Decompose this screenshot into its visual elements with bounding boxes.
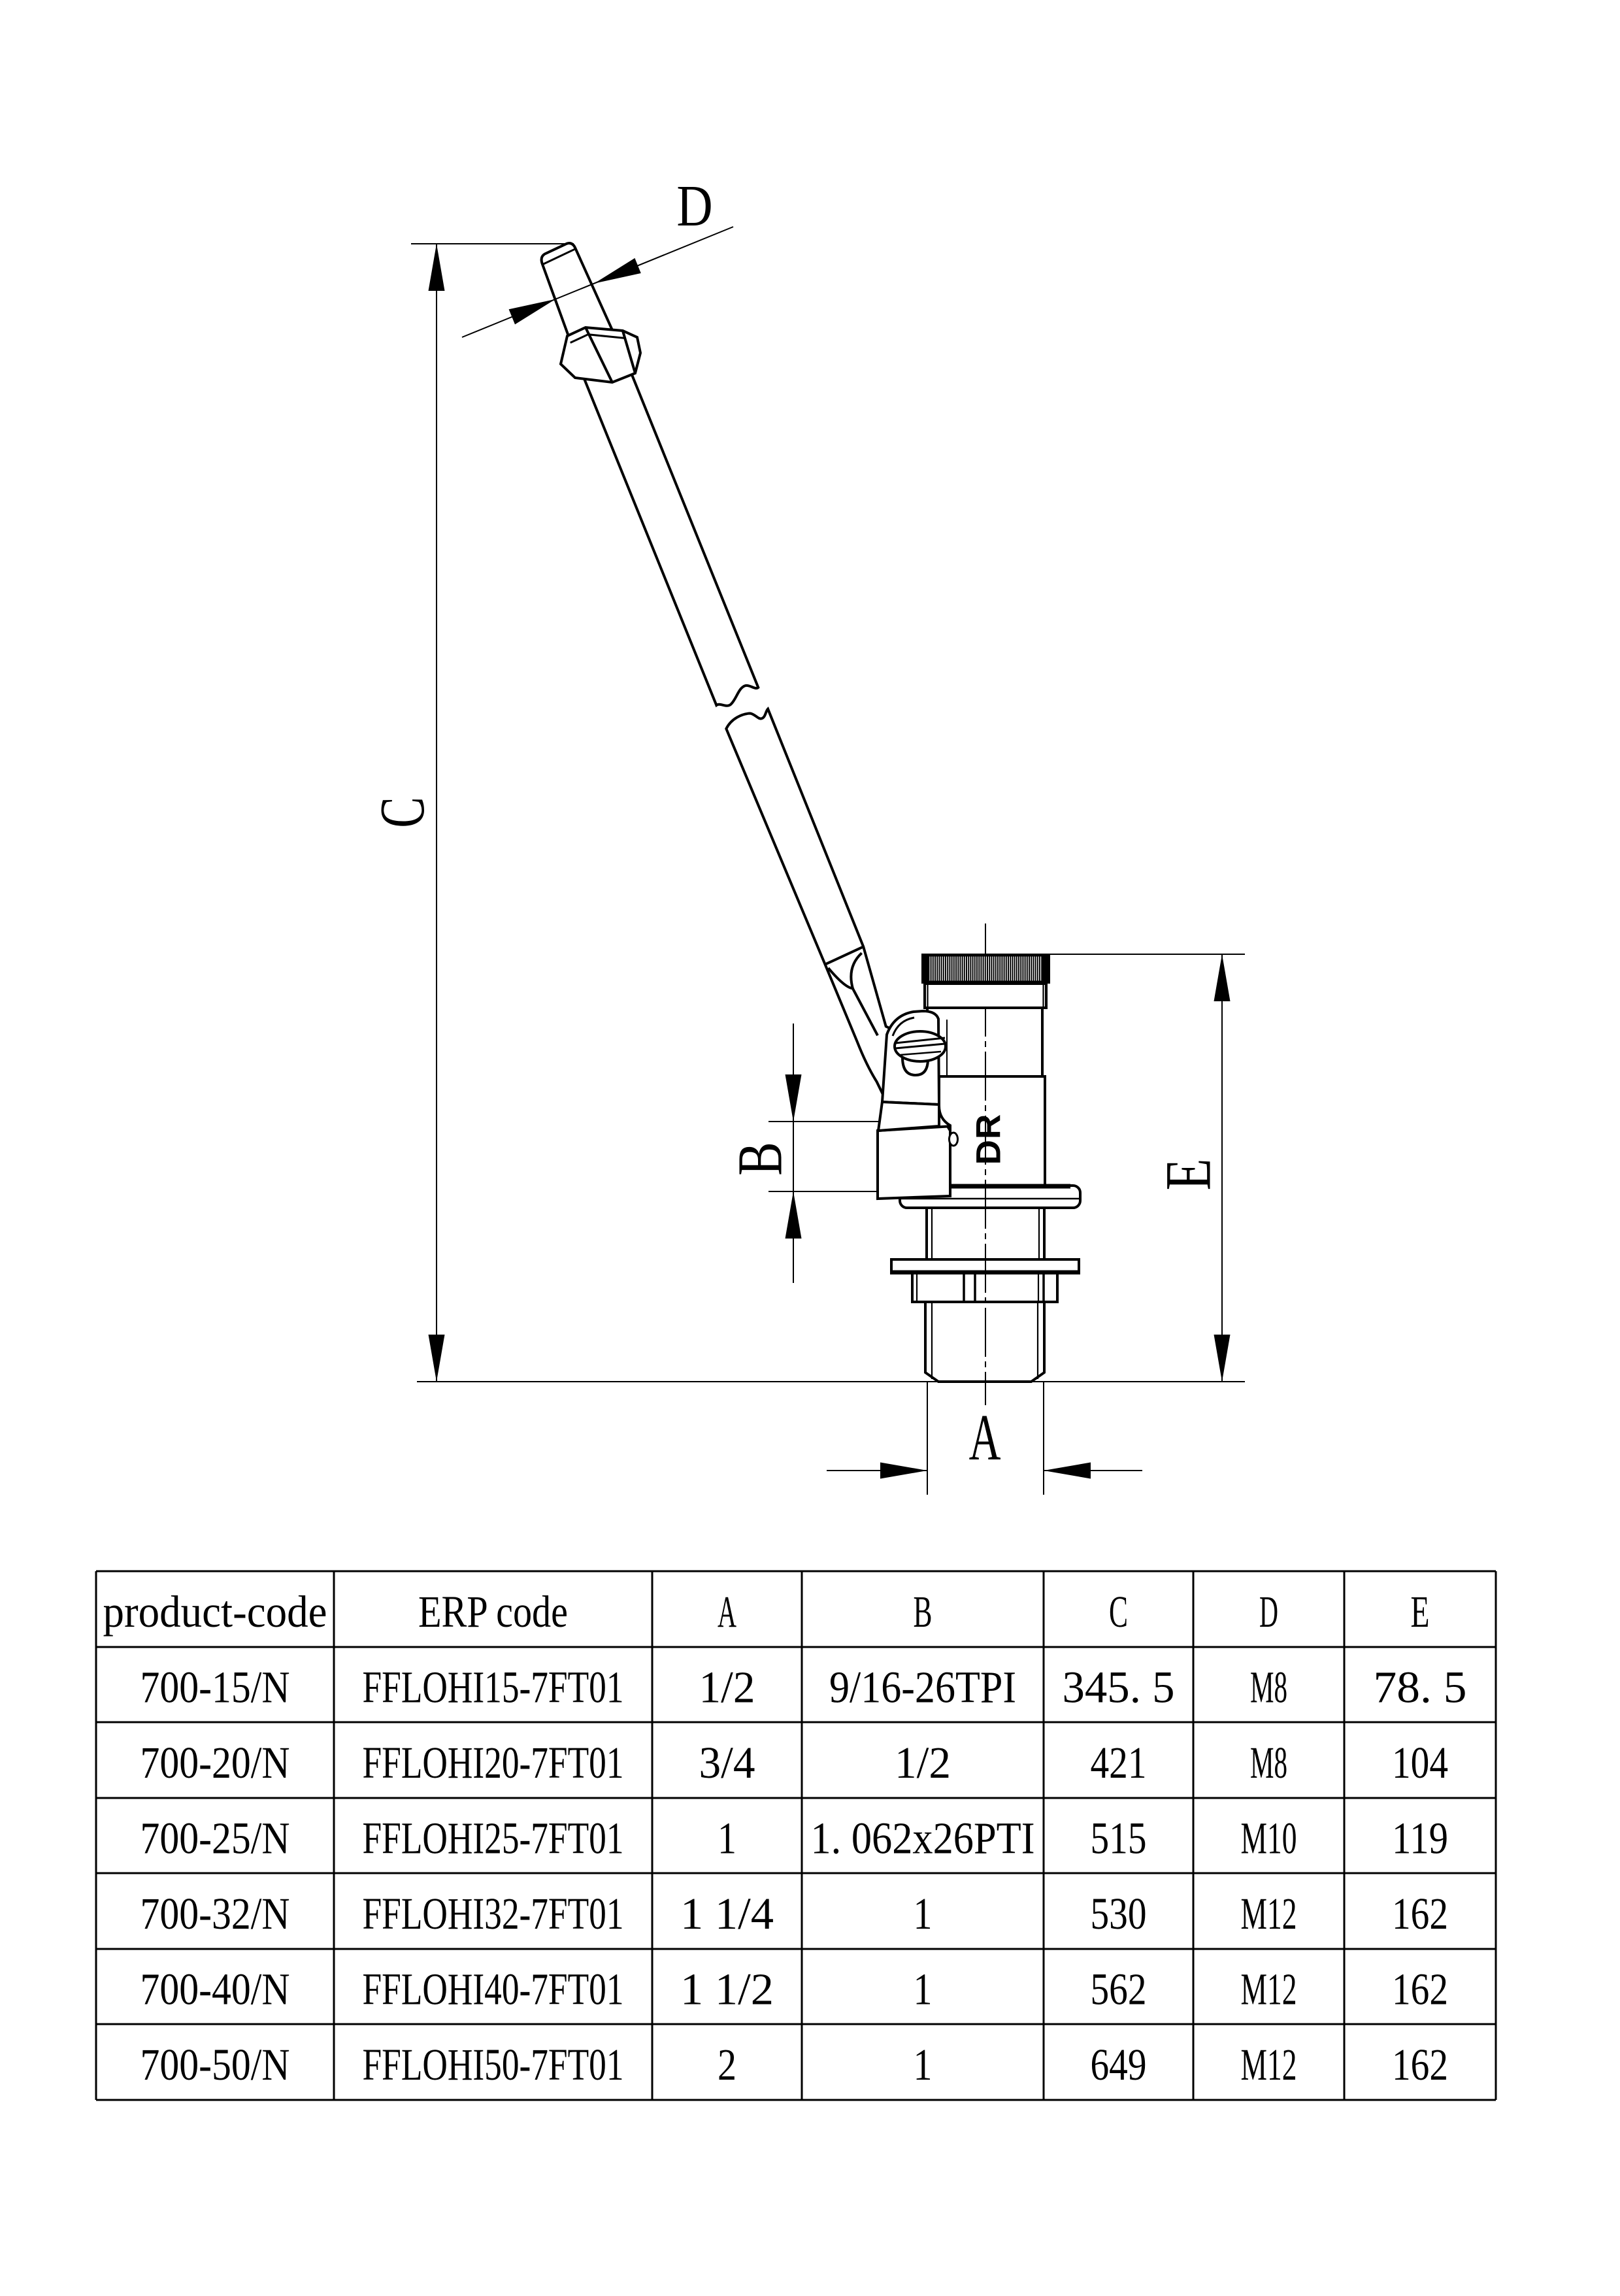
svg-text:1/2: 1/2	[699, 1663, 755, 1712]
svg-text:162: 162	[1392, 1889, 1448, 1938]
svg-text:DR: DR	[970, 1114, 1008, 1165]
svg-text:A: A	[718, 1587, 736, 1637]
svg-text:700-25/N: 700-25/N	[141, 1814, 290, 1863]
svg-text:700-40/N: 700-40/N	[141, 1965, 290, 2014]
svg-text:C: C	[367, 797, 437, 827]
svg-text:562: 562	[1091, 1965, 1147, 2014]
svg-text:A: A	[969, 1401, 1001, 1474]
svg-text:M12: M12	[1241, 1965, 1297, 2014]
svg-text:162: 162	[1392, 1965, 1448, 2014]
svg-text:1. 062x26PTI: 1. 062x26PTI	[811, 1814, 1035, 1863]
svg-text:E: E	[1411, 1587, 1430, 1637]
svg-text:700-50/N: 700-50/N	[141, 2040, 290, 2089]
svg-text:M8: M8	[1250, 1738, 1287, 1788]
svg-text:B: B	[725, 1142, 795, 1176]
svg-text:FFLOHI25-7FT01: FFLOHI25-7FT01	[363, 1814, 624, 1863]
svg-text:3/4: 3/4	[699, 1738, 755, 1788]
svg-text:1: 1	[914, 2040, 933, 2089]
svg-text:C: C	[1109, 1587, 1128, 1637]
svg-text:D: D	[676, 174, 712, 239]
svg-text:E: E	[1151, 1159, 1225, 1191]
svg-text:B: B	[914, 1587, 933, 1637]
svg-text:700-15/N: 700-15/N	[141, 1663, 290, 1712]
svg-text:9/16-26TPI: 9/16-26TPI	[829, 1663, 1016, 1712]
svg-text:119: 119	[1392, 1814, 1448, 1863]
svg-text:1 1/4: 1 1/4	[680, 1889, 774, 1938]
svg-text:FFLOHI50-7FT01: FFLOHI50-7FT01	[363, 2040, 624, 2089]
svg-text:78. 5: 78. 5	[1374, 1663, 1467, 1712]
svg-text:FFLOHI32-7FT01: FFLOHI32-7FT01	[363, 1889, 624, 1938]
svg-text:1: 1	[914, 1965, 933, 2014]
svg-text:M8: M8	[1250, 1663, 1287, 1712]
svg-text:700-20/N: 700-20/N	[141, 1738, 290, 1788]
svg-text:product-code: product-code	[103, 1587, 327, 1637]
svg-text:530: 530	[1091, 1889, 1147, 1938]
svg-text:FFLOHI40-7FT01: FFLOHI40-7FT01	[363, 1965, 624, 2014]
svg-text:1/2: 1/2	[895, 1738, 951, 1788]
svg-text:1: 1	[914, 1889, 933, 1938]
svg-text:M12: M12	[1241, 1889, 1297, 1938]
svg-text:M10: M10	[1241, 1814, 1297, 1863]
svg-text:162: 162	[1392, 2040, 1448, 2089]
svg-text:1: 1	[718, 1814, 736, 1863]
svg-text:345. 5: 345. 5	[1063, 1663, 1175, 1712]
svg-text:104: 104	[1392, 1738, 1448, 1788]
svg-text:1 1/2: 1 1/2	[680, 1965, 774, 2014]
svg-text:700-32/N: 700-32/N	[141, 1889, 290, 1938]
svg-text:2: 2	[718, 2040, 736, 2089]
svg-text:M12: M12	[1241, 2040, 1297, 2089]
svg-text:FFLOHI15-7FT01: FFLOHI15-7FT01	[363, 1663, 624, 1712]
svg-text:421: 421	[1091, 1738, 1147, 1788]
svg-text:FFLOHI20-7FT01: FFLOHI20-7FT01	[363, 1738, 624, 1788]
svg-text:ERP code: ERP code	[418, 1587, 568, 1637]
svg-text:515: 515	[1091, 1814, 1147, 1863]
svg-text:649: 649	[1091, 2040, 1147, 2089]
svg-text:D: D	[1259, 1587, 1278, 1637]
